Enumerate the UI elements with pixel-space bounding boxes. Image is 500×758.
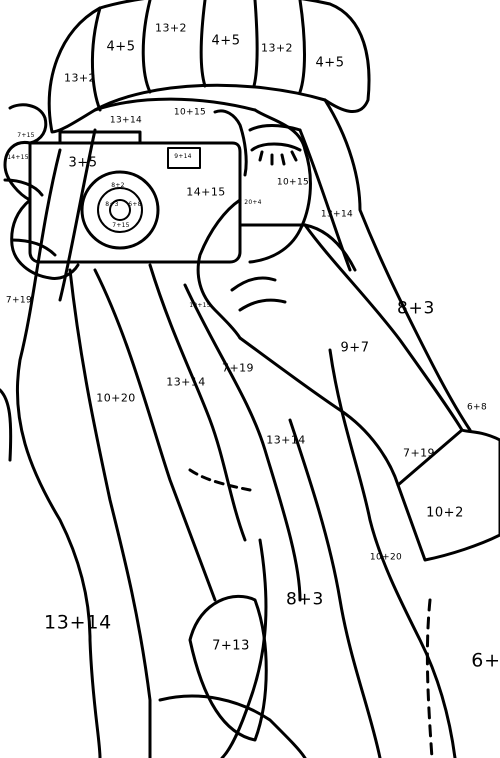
region-label: 9+7 bbox=[340, 340, 370, 356]
shoulder-left bbox=[0, 388, 13, 462]
region-label: 8+3 bbox=[105, 201, 119, 208]
region-label: 14+15 bbox=[186, 185, 226, 199]
hair-left-outer bbox=[15, 148, 102, 758]
eye-closed bbox=[250, 142, 302, 152]
region-label: 13+14 bbox=[166, 375, 206, 389]
eyelashes bbox=[258, 150, 298, 166]
region-label: 7+15 bbox=[17, 132, 35, 139]
region-label: 10+20 bbox=[96, 391, 136, 405]
hair-right-inner bbox=[298, 128, 352, 272]
region-label: 13+14 bbox=[266, 433, 306, 447]
sleeve-cuff bbox=[396, 428, 500, 562]
hat-rib-3 bbox=[199, 0, 207, 88]
hat-rib-2 bbox=[141, 0, 152, 94]
region-label: 4+5 bbox=[315, 55, 345, 71]
hair-strand-b bbox=[68, 268, 152, 758]
hair-right-strand bbox=[288, 418, 382, 758]
hair-right-lower bbox=[328, 348, 457, 758]
region-label: 10+20 bbox=[369, 552, 403, 563]
region-label: 13+14 bbox=[320, 209, 354, 220]
region-label: 13+14 bbox=[109, 115, 143, 126]
left-hand bbox=[3, 140, 80, 280]
torso-neck bbox=[188, 468, 252, 492]
hair-strand-d bbox=[148, 263, 247, 542]
region-label: 8+3 bbox=[397, 298, 435, 319]
eyebrow bbox=[248, 124, 302, 132]
region-label: 14+15 bbox=[7, 154, 29, 161]
left-finger-2 bbox=[3, 178, 44, 197]
region-label: 3+5 bbox=[68, 155, 98, 171]
region-label: 13+14 bbox=[43, 611, 113, 634]
hat-rib-1 bbox=[90, 6, 102, 112]
region-label: 10+15 bbox=[173, 107, 207, 118]
hat-rib-4 bbox=[252, 0, 259, 88]
hair-low-strand bbox=[220, 538, 268, 758]
right-forearm bbox=[303, 223, 464, 432]
right-knuckles bbox=[230, 276, 287, 312]
camera-body bbox=[28, 141, 242, 264]
hair-right-outer bbox=[323, 98, 472, 432]
region-label: 6+ bbox=[471, 649, 500, 672]
right-forearm-lower bbox=[238, 336, 400, 487]
hair-strand-c bbox=[93, 268, 217, 602]
hat-rib-5 bbox=[298, 0, 306, 94]
camera-lens-inner bbox=[109, 199, 131, 221]
region-label: 4+5 bbox=[106, 39, 136, 55]
region-label: 10+15 bbox=[276, 177, 310, 188]
region-label: 8+2 bbox=[111, 182, 125, 189]
region-label: 10+2 bbox=[426, 505, 464, 521]
camera-lens-mid bbox=[97, 187, 143, 233]
region-label: 7+19 bbox=[5, 295, 33, 306]
region-label: 7+15 bbox=[112, 222, 130, 229]
leaf-shape bbox=[188, 594, 268, 742]
left-finger-1 bbox=[8, 103, 48, 145]
region-label: 7+19 bbox=[403, 446, 435, 460]
right-edge-dash bbox=[425, 598, 434, 758]
hair-strand-a bbox=[58, 128, 97, 302]
region-label: 10+15 bbox=[189, 302, 211, 309]
right-finger-top bbox=[213, 109, 248, 177]
left-finger-3 bbox=[10, 238, 57, 257]
region-label: 20+4 bbox=[244, 199, 262, 206]
region-label: 8+3 bbox=[286, 589, 324, 610]
camera-lens-outer bbox=[80, 170, 160, 250]
hair-strand-f bbox=[93, 97, 257, 112]
region-label: 9+14 bbox=[174, 153, 192, 160]
right-hand bbox=[196, 198, 242, 340]
region-label: 6+8 bbox=[466, 402, 488, 413]
hair-strand-e bbox=[183, 283, 302, 602]
bottom-curve bbox=[158, 694, 307, 758]
camera-flash bbox=[167, 147, 201, 169]
region-label: 13+2 bbox=[64, 71, 96, 85]
region-label: 7+19 bbox=[222, 361, 254, 375]
region-label: 13+2 bbox=[261, 41, 293, 55]
region-label: 4+5 bbox=[211, 33, 241, 49]
region-label: 6+8 bbox=[128, 201, 142, 208]
region-label: 13+2 bbox=[155, 21, 187, 35]
region-label: 7+13 bbox=[212, 638, 250, 654]
camera-top-bump bbox=[58, 130, 142, 145]
